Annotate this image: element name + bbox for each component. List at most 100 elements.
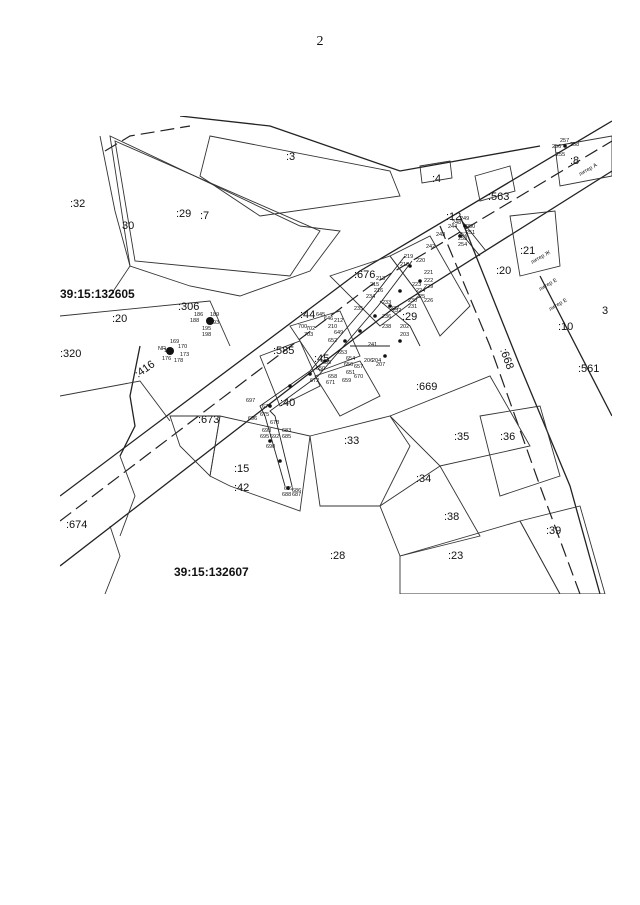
point-number: 697 — [246, 398, 255, 404]
point-number: 172 — [164, 348, 173, 354]
point-dots — [166, 144, 567, 490]
point-number: 252 — [458, 232, 467, 238]
point-number: 238 — [382, 324, 391, 330]
point-number: 702 — [306, 326, 315, 332]
point-number: 692 — [270, 434, 279, 440]
parcel-label: :306 — [178, 301, 199, 313]
point-number: 237 — [390, 306, 399, 312]
point-number: 257 — [560, 138, 569, 144]
road-lines — [60, 116, 612, 594]
map-canvas[interactable]: :3 :4 :8 :12 :563 :32 30 :29 :7 :21 :20 … — [60, 116, 612, 594]
parcel-label: :585 — [273, 345, 294, 357]
point-number: 675 — [260, 412, 269, 418]
point-number: 651 — [346, 370, 355, 376]
point-number: 198 — [202, 332, 211, 338]
parcel-label: :35 — [454, 431, 469, 443]
point-number: 700 — [298, 324, 307, 330]
point-number: 244 — [448, 224, 457, 230]
point-number: 206 — [364, 358, 373, 364]
point-number: 672 — [310, 378, 319, 384]
parcel-label: :21 — [520, 245, 535, 257]
point-number: 220 — [416, 258, 425, 264]
point-number: 203 — [400, 332, 409, 338]
point-number: 226 — [424, 298, 433, 304]
point-number: 215 — [370, 282, 379, 288]
parcel-label: :29 — [402, 311, 417, 323]
point-number: 207 — [376, 362, 385, 368]
parcel-label: :15 — [234, 463, 249, 475]
point-number: 225 — [416, 294, 425, 300]
parcel-label: :8 — [570, 155, 579, 167]
point-number: 236 — [382, 314, 391, 320]
parcel-label: :20 — [112, 313, 127, 325]
point-number: 230 — [408, 298, 417, 304]
point-number: 696 — [248, 416, 257, 422]
point-number: 678 — [270, 420, 279, 426]
point-number: 222 — [424, 278, 433, 284]
point-number: 202 — [400, 324, 409, 330]
point-number: 689 — [284, 486, 293, 492]
point-number: 188 — [190, 318, 199, 324]
parcel-label: :676 — [354, 269, 375, 281]
point-number: 255 — [556, 152, 565, 158]
point-number: 241 — [368, 342, 377, 348]
point-number: 652 — [328, 338, 337, 344]
parcel-label: :673 — [198, 414, 219, 426]
point-number: 170 — [178, 344, 187, 350]
point-number: 687 — [292, 492, 301, 498]
point-number: 169 — [170, 339, 179, 345]
cadastral-map[interactable]: :3 :4 :8 :12 :563 :32 30 :29 :7 :21 :20 … — [60, 116, 612, 594]
point-number: 256 — [552, 144, 561, 150]
point-number: 243 — [436, 232, 445, 238]
point-number: 671 — [326, 380, 335, 386]
parcel-label: :36 — [500, 431, 515, 443]
parcel-label: :42 — [234, 482, 249, 494]
point-number: 218 — [400, 262, 409, 268]
parcel-boundaries — [60, 135, 612, 594]
parcel-label: :12 — [446, 211, 461, 223]
point-number: 659 — [342, 378, 351, 384]
point-number: 195 — [202, 326, 211, 332]
street-labels: литер А литер Ж литер Е литер Е NR — [158, 162, 599, 352]
point-number: 655 — [322, 360, 331, 366]
parcel-label: :20 — [496, 265, 511, 277]
parcel-label: :669 — [416, 381, 437, 393]
point-number: 234 — [366, 294, 375, 300]
point-number: 703 — [304, 332, 313, 338]
point-number: 204 — [372, 358, 381, 364]
point-number: 685 — [282, 434, 291, 440]
parcel-label: :563 — [488, 191, 509, 203]
point-number: 695 — [260, 434, 269, 440]
parcel-label: :29 — [176, 208, 191, 220]
point-number: 242 — [426, 244, 435, 250]
parcel-label: :28 — [330, 550, 345, 562]
point-number: 258 — [570, 142, 579, 148]
point-number: 650 — [316, 366, 325, 372]
point-number: 653 — [338, 350, 347, 356]
point-number: 656 — [344, 362, 353, 368]
point-number: 223 — [412, 282, 421, 288]
point-number: 686 — [292, 488, 301, 494]
parcel-label: :33 — [344, 435, 359, 447]
parcel-label: :44 — [300, 309, 315, 321]
point-number: 233 — [382, 300, 391, 306]
point-number: 250 — [466, 224, 475, 230]
point-number: 649 — [334, 330, 343, 336]
point-number: 219 — [404, 254, 413, 260]
point-number: 224 — [416, 288, 425, 294]
point-number: 235 — [354, 306, 363, 312]
point-number: 683 — [282, 428, 291, 434]
parcel-label: :45 — [314, 353, 329, 365]
quarter-label: 39:15:132607 — [174, 565, 249, 579]
parcel-label: :561 — [578, 363, 599, 375]
point-number: 251 — [466, 230, 475, 236]
point-number: 249 — [460, 216, 469, 222]
page-number: 2 — [316, 34, 324, 49]
parcel-label: :38 — [444, 511, 459, 523]
point-number: 232 — [392, 308, 401, 314]
parcel-label: :32 — [70, 198, 85, 210]
parcel-label: 3 — [602, 305, 608, 317]
parcel-label: :34 — [416, 473, 431, 485]
point-number: 646 — [324, 316, 333, 322]
